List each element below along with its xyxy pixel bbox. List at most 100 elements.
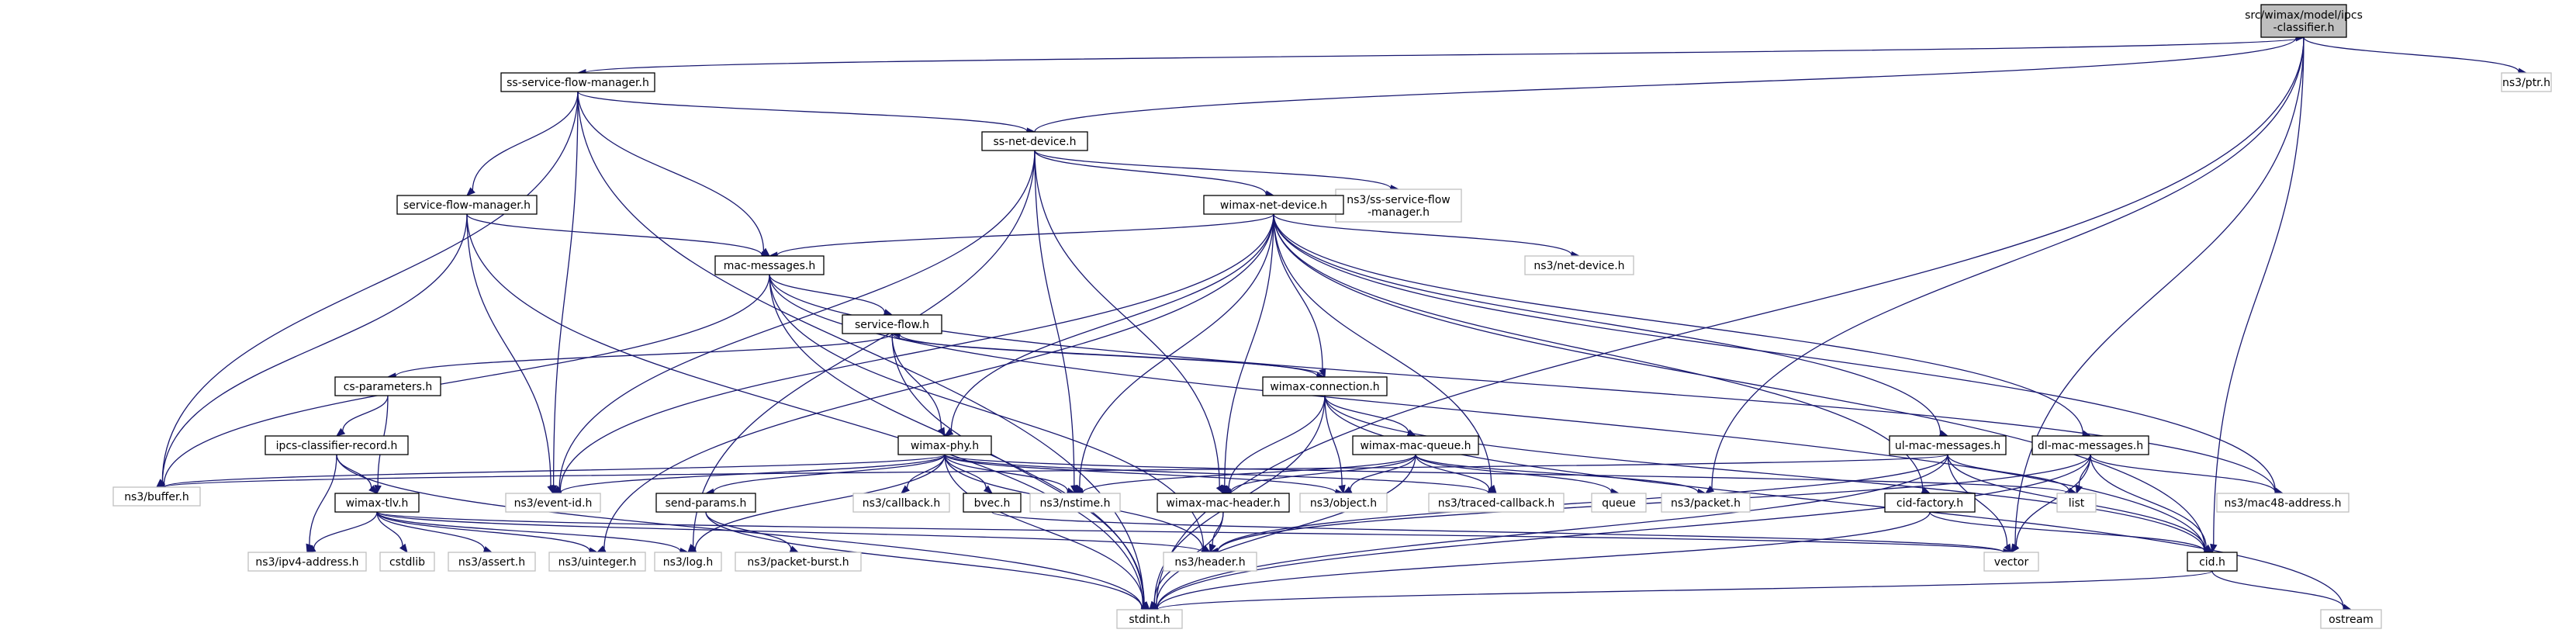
edge-line — [1415, 454, 1699, 493]
node-box — [1352, 435, 1479, 455]
node-cstdlib: cstdlib — [379, 552, 435, 572]
node-object: ns3/object.h — [1299, 493, 1388, 513]
edge-line — [376, 511, 681, 552]
edge-line — [1929, 511, 2205, 552]
node-dlmsg[interactable]: dl-mac-messages.h — [2031, 435, 2149, 455]
edge-line — [309, 454, 337, 545]
node-ipcsrec[interactable]: ipcs-classifier-record.h — [265, 435, 409, 455]
arrowhead-icon — [1338, 484, 1346, 495]
node-label: ns3/packet.h — [1671, 497, 1741, 510]
arrowhead-icon — [547, 484, 555, 495]
node-box — [265, 435, 409, 455]
edge-wnd-to-wmh — [1221, 213, 1274, 495]
node-box — [247, 552, 367, 572]
edge-line — [1034, 37, 2297, 133]
edge-ssflow-to-stdint — [577, 91, 1150, 611]
edge-line — [2015, 454, 2091, 547]
edge-line — [1273, 213, 1492, 488]
edge-line — [944, 454, 1069, 492]
node-bvec[interactable]: bvec.h — [963, 493, 1022, 513]
edge-line — [1224, 213, 1274, 486]
edge-line — [336, 454, 1143, 609]
edge-line — [577, 91, 1028, 132]
edge-line — [163, 274, 770, 485]
arrowhead-icon — [1208, 543, 1216, 554]
node-label: ss-service-flow-manager.h — [507, 77, 649, 89]
node-ssnet[interactable]: ss-net-device.h — [981, 131, 1088, 151]
node-queue: queue — [1591, 493, 1647, 513]
edge-line — [376, 511, 2004, 553]
edge-line — [1947, 454, 2070, 492]
node-label: ns3/nstime.h — [1040, 497, 1111, 510]
edge-ssflow-to-macmsg — [577, 91, 771, 257]
edge-line — [1230, 454, 1416, 493]
edge-line — [342, 395, 389, 431]
edge-line — [2211, 570, 2345, 608]
edge-ipcsrec-to-ipv4 — [306, 454, 337, 554]
node-wmq[interactable]: wimax-mac-queue.h — [1352, 435, 1479, 455]
node-label: wimax-connection.h — [1270, 381, 1379, 393]
node-box — [1524, 255, 1634, 275]
node-label: queue — [1602, 497, 1636, 510]
node-box — [963, 493, 1022, 513]
edge-ssnet-to-wmh — [1034, 150, 1224, 495]
node-cid[interactable]: cid.h — [2187, 552, 2238, 572]
node-root[interactable]: src/wimax/model/ipcs-classifier.h — [2245, 4, 2363, 38]
node-box — [1163, 552, 1257, 572]
node-wnd[interactable]: wimax-net-device.h — [1203, 195, 1344, 215]
edge-wtlv-to-cstdlib — [376, 511, 408, 554]
node-label: dl-mac-messages.h — [2038, 440, 2143, 452]
edge-line — [1415, 454, 1490, 490]
node-label: cid.h — [2199, 556, 2225, 569]
arrowhead-icon — [466, 187, 475, 196]
node-sflow[interactable]: service-flow.h — [842, 314, 942, 334]
edge-wphy-to-sendp — [704, 454, 946, 496]
node-uinteger: ns3/uinteger.h — [548, 552, 646, 572]
node-netdev: ns3/net-device.h — [1524, 255, 1634, 275]
edge-line — [705, 511, 1143, 608]
node-wphy[interactable]: wimax-phy.h — [897, 435, 992, 455]
node-label: src/wimax/model/ipcs — [2245, 9, 2363, 22]
node-ssflow[interactable]: ss-service-flow-manager.h — [500, 72, 655, 92]
edge-line — [2303, 36, 2519, 72]
edge-line — [1079, 213, 1274, 487]
arrowhead-icon — [399, 543, 408, 554]
node-wmh[interactable]: wimax-mac-header.h — [1157, 493, 1290, 513]
edge-line — [472, 91, 579, 191]
node-box — [548, 552, 646, 572]
node-label: wimax-tlv.h — [346, 497, 409, 510]
node-csparam[interactable]: cs-parameters.h — [334, 376, 441, 396]
edge-line — [769, 274, 2276, 493]
node-box — [1157, 493, 1290, 513]
node-vector: vector — [1983, 552, 2039, 572]
node-box — [334, 376, 441, 396]
node-sfm[interactable]: service-flow-manager.h — [396, 195, 538, 215]
node-macmsg[interactable]: mac-messages.h — [714, 255, 825, 275]
node-callback: ns3/callback.h — [852, 493, 950, 513]
arrowhead-icon — [900, 485, 910, 494]
node-box — [2320, 609, 2382, 629]
edge-line — [1324, 395, 2205, 552]
node-wconn[interactable]: wimax-connection.h — [1262, 376, 1388, 396]
edge-dlmsg-to-mac48 — [2090, 454, 2284, 496]
node-box — [714, 255, 825, 275]
node-cidf[interactable]: cid-factory.h — [1884, 493, 1976, 513]
node-label: cid-factory.h — [1897, 497, 1963, 510]
edge-sfm-to-macmsg — [466, 213, 771, 259]
node-box — [1299, 493, 1388, 513]
edge-line — [1324, 395, 1343, 486]
node-label: wimax-net-device.h — [1220, 199, 1327, 212]
edge-line — [1157, 570, 2213, 611]
node-label: -manager.h — [1368, 206, 1430, 219]
node-label: ns3/object.h — [1310, 497, 1377, 510]
edge-line — [376, 511, 590, 552]
node-wtlv[interactable]: wimax-tlv.h — [334, 493, 420, 513]
edge-macmsg-to-buffer — [155, 274, 770, 489]
node-ulmsg[interactable]: ul-mac-messages.h — [1889, 435, 2007, 455]
node-sendp[interactable]: send-params.h — [655, 493, 756, 513]
node-label: bvec.h — [974, 497, 1011, 510]
edge-ssflow-to-sfm — [466, 91, 579, 196]
node-label: ss-net-device.h — [994, 136, 1077, 148]
node-label: service-flow.h — [855, 319, 929, 331]
graph-nodes: src/wimax/model/ipcs-classifier.h ss-serv… — [112, 4, 2552, 629]
